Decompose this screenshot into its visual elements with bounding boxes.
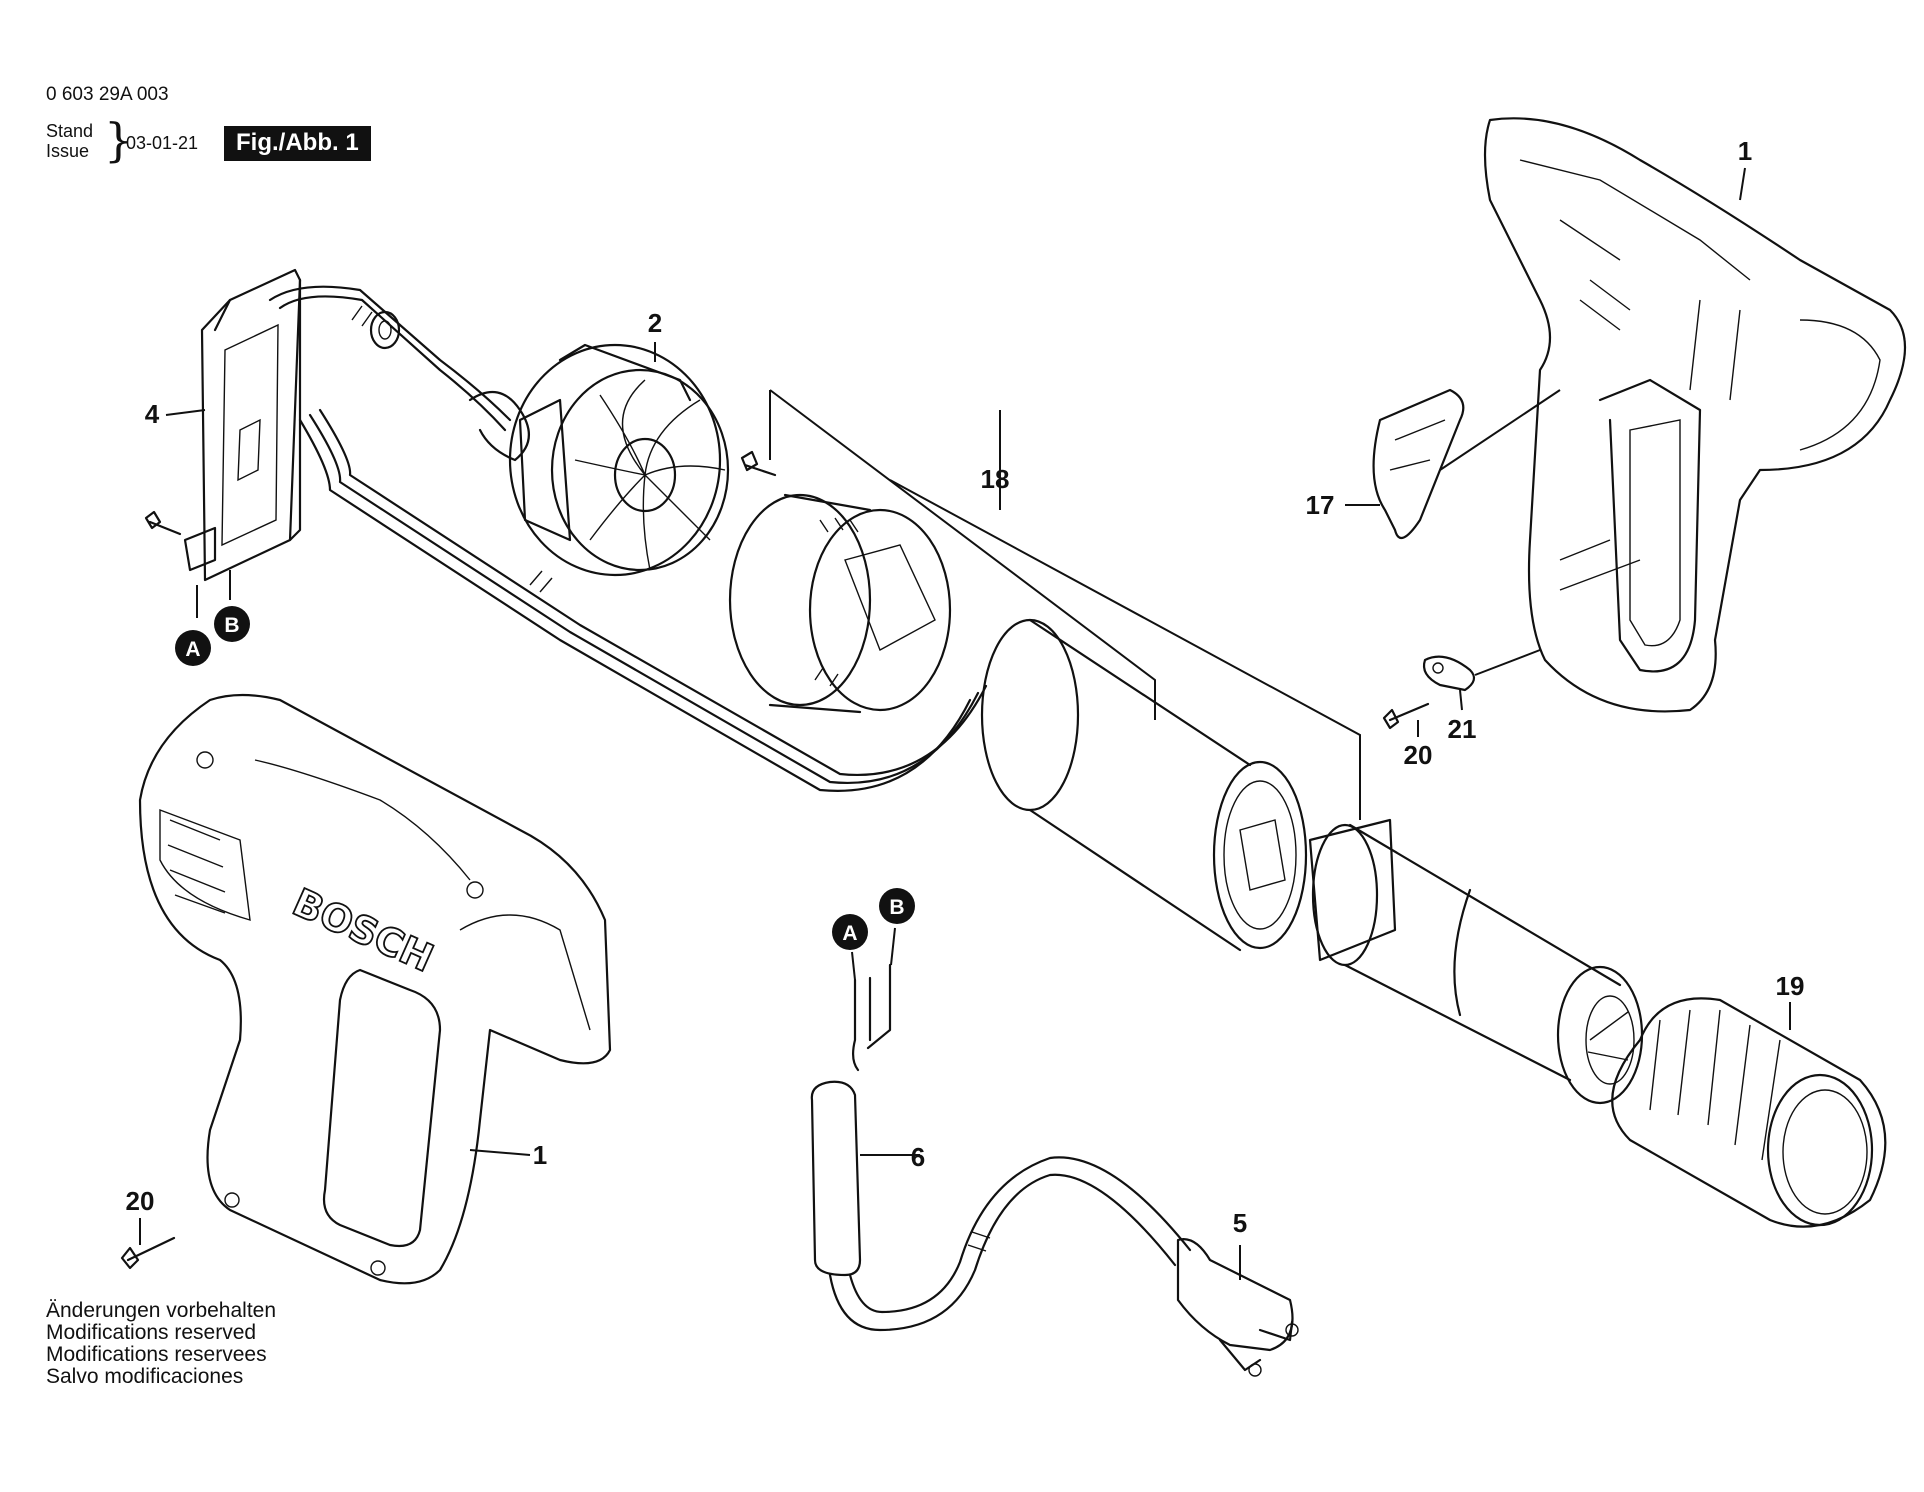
modification-notes: Änderungen vorbehalten Modifications res… <box>46 1300 276 1388</box>
wiring-harness <box>268 285 988 792</box>
stand-issue-label: Stand Issue <box>46 121 93 161</box>
assembly-18-bracket <box>769 389 1361 820</box>
callout-1-left: 1 <box>533 1140 547 1170</box>
housing-right-part <box>1483 117 1906 713</box>
figure-label: Fig./Abb. 1 <box>224 126 371 161</box>
housing-left-part: BOSCH <box>120 693 612 1285</box>
note-de: Änderungen vorbehalten <box>46 1299 277 1322</box>
note-fr: Modifications reservees <box>46 1343 267 1366</box>
nozzle-cap-part <box>1611 997 1887 1228</box>
svg-text:B: B <box>889 896 904 919</box>
callout-17: 17 <box>1306 490 1335 520</box>
brand-logo: BOSCH <box>286 880 439 981</box>
svg-text:A: A <box>185 638 200 661</box>
fan-part <box>468 343 730 577</box>
connector-b-top: B <box>214 570 250 642</box>
switch-board-part <box>144 268 302 582</box>
svg-text:B: B <box>224 614 239 637</box>
issue-date: 03-01-21 <box>126 133 199 153</box>
svg-text:A: A <box>842 922 857 945</box>
issue-label: Issue <box>46 141 90 161</box>
cable-part <box>810 963 1192 1332</box>
callout-6: 6 <box>911 1142 925 1172</box>
heater-ring-part <box>728 450 952 714</box>
switch-cap-part <box>1372 388 1561 540</box>
callout-20-left: 20 <box>126 1186 155 1216</box>
callout-20-right: 20 <box>1404 740 1433 770</box>
stand-label: Stand <box>46 121 94 141</box>
callout-2: 2 <box>648 308 662 338</box>
callout-5: 5 <box>1233 1208 1247 1238</box>
connector-a-top: A <box>175 585 211 666</box>
heating-element-part <box>980 618 1308 952</box>
part-number: 0 603 29A 003 <box>46 84 169 105</box>
outer-tube-part <box>1308 818 1644 1105</box>
connector-a-cable: A <box>832 914 868 981</box>
brace-glyph: } <box>104 113 134 167</box>
note-es: Salvo modificaciones <box>46 1365 244 1388</box>
callout-1-right: 1 <box>1738 136 1752 166</box>
clamp-part <box>1382 649 1541 730</box>
callout-18: 18 <box>981 464 1010 494</box>
callout-4: 4 <box>145 399 160 429</box>
plug-part <box>1176 1238 1299 1377</box>
connector-b-cable: B <box>879 888 915 966</box>
callout-21: 21 <box>1448 714 1477 744</box>
callout-19: 19 <box>1776 971 1805 1001</box>
note-en: Modifications reserved <box>46 1321 257 1344</box>
